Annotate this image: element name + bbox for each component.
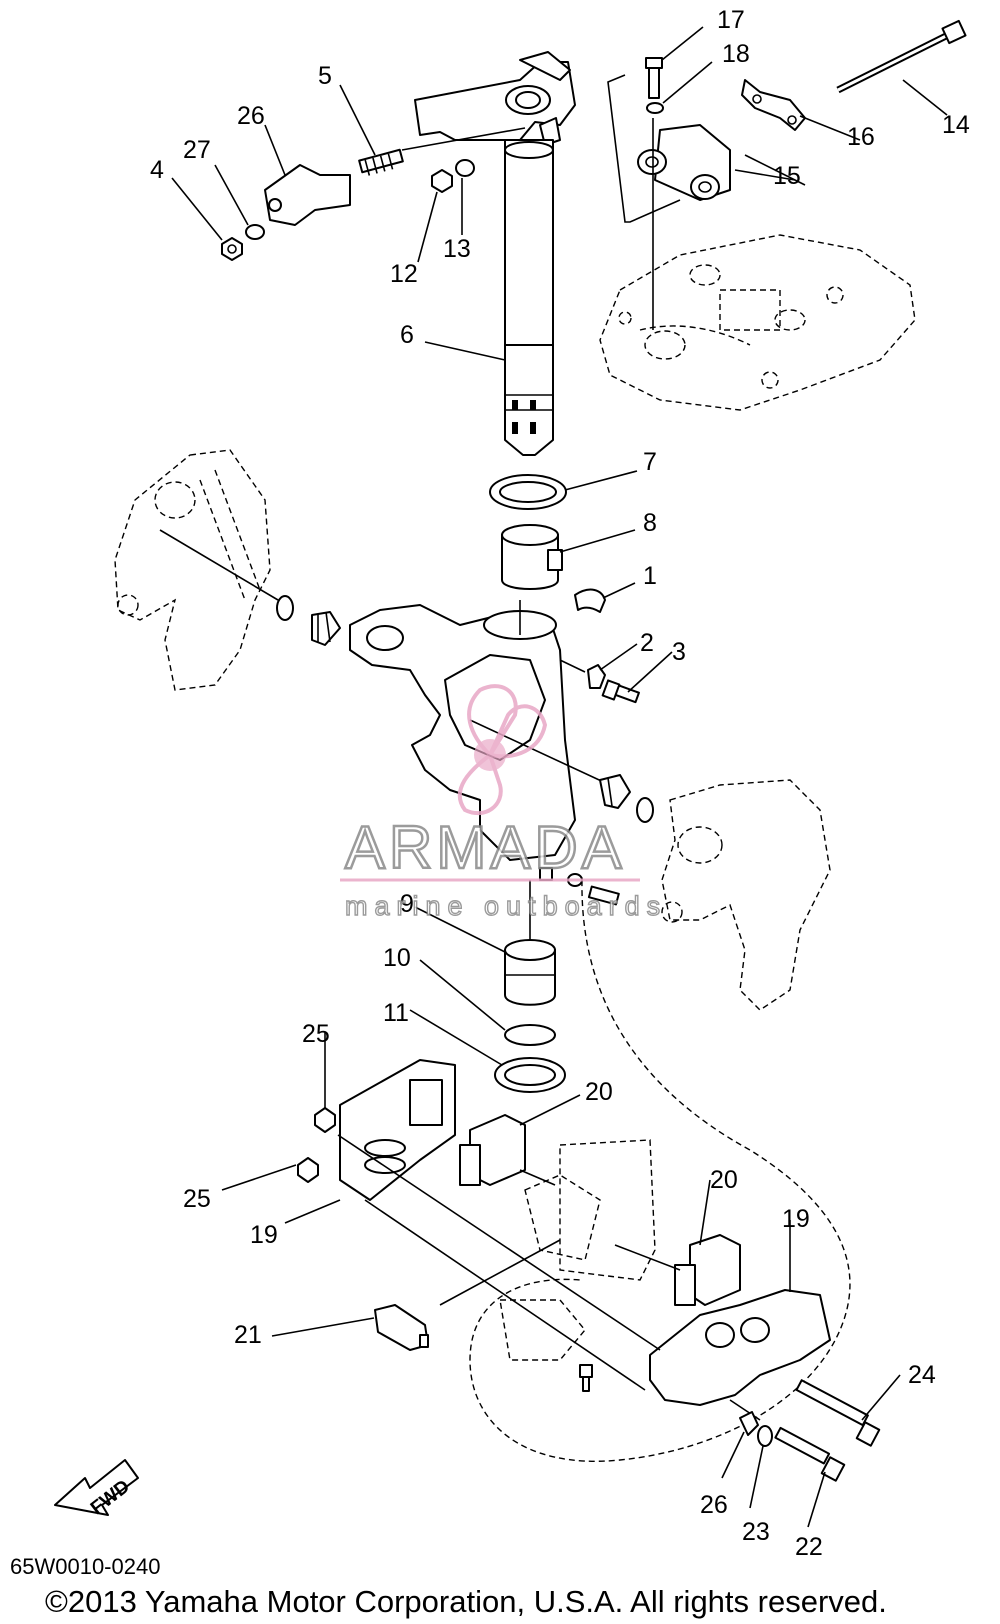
callout-15: 15 (773, 162, 801, 190)
bolt-17 (645, 57, 663, 99)
callout-4: 4 (150, 156, 164, 184)
callout-19-left: 19 (250, 1221, 278, 1249)
callout-17: 17 (717, 6, 745, 34)
callout-9: 9 (400, 890, 414, 918)
clamp-bracket-left (114, 449, 271, 691)
callout-7: 7 (643, 448, 657, 476)
diagram-code: 65W0010-0240 (10, 1554, 160, 1579)
steering-shaft (504, 139, 554, 456)
steering-bracket (414, 51, 576, 146)
copyright-notice: ©2013 Yamaha Motor Corporation, U.S.A. A… (45, 1584, 887, 1619)
small-bolt-center (579, 1364, 593, 1392)
callout-5: 5 (318, 62, 332, 90)
nut-2 (587, 664, 606, 689)
callout-3: 3 (672, 638, 686, 666)
callout-14: 14 (942, 111, 970, 139)
callout-20-lower: 20 (710, 1166, 738, 1194)
callout-26: 26 (700, 1491, 728, 1519)
washer-23 (757, 1425, 773, 1447)
clamp-bracket-right (661, 779, 831, 1011)
callout-21: 21 (234, 1321, 262, 1349)
callout-1: 1 (643, 562, 657, 590)
nut-4 (221, 237, 243, 261)
seal-11 (494, 1057, 566, 1093)
upper-mount-15 (637, 124, 731, 201)
washer-13 (455, 159, 475, 177)
watermark: ARMADA marine outboards (340, 684, 667, 922)
callout-16: 16 (847, 123, 875, 151)
callout-10: 10 (383, 944, 411, 972)
lower-case (499, 1139, 656, 1361)
plate-21 (374, 1304, 429, 1351)
swivel-bracket (349, 604, 576, 861)
bolt-14 (836, 19, 967, 94)
damper-20-upper (459, 1114, 526, 1186)
callout-24: 24 (908, 1361, 936, 1389)
callout-28: 27 (183, 136, 211, 164)
washer-18 (646, 102, 664, 114)
forward-direction-arrow-icon: FWD (54, 1459, 139, 1519)
washer-28 (245, 224, 265, 240)
watermark-tagline: marine outboards (345, 891, 667, 921)
callout-22: 22 (795, 1533, 823, 1561)
callout-11: 11 (383, 999, 409, 1027)
callout-2: 2 (640, 629, 654, 657)
callout-25-upper: 25 (302, 1020, 330, 1048)
mount-housing (599, 234, 916, 411)
collar-25-upper (314, 1107, 336, 1133)
washer-left (276, 595, 294, 621)
callout-20-upper: 20 (585, 1078, 613, 1106)
collar-right (599, 774, 631, 809)
callout-6: 6 (400, 321, 414, 349)
damper-20-lower (674, 1234, 741, 1306)
callout-23: 23 (742, 1518, 770, 1546)
propeller-logo-icon (457, 684, 548, 816)
callout-13: 13 (443, 235, 471, 263)
callout-labels: 17 18 14 16 15 5 26 27 4 12 13 6 7 8 1 2… (150, 6, 970, 1561)
callout-18: 18 (722, 40, 750, 68)
seal-7 (489, 474, 567, 510)
lower-mount-19-right (649, 1289, 831, 1406)
bolt-22 (774, 1426, 846, 1482)
collar-26 (739, 1411, 759, 1436)
bolt-24 (795, 1379, 881, 1447)
callout-leaders (171, 26, 948, 1528)
bolt-right-lower (587, 885, 620, 906)
watermark-brand: ARMADA (345, 814, 626, 881)
stud-bolt (358, 148, 404, 176)
bracket-27 (264, 164, 351, 226)
o-ring-10 (504, 1024, 556, 1046)
lower-mount-19-left (339, 1059, 456, 1201)
plate-1 (574, 588, 606, 613)
plate-16 (741, 79, 806, 131)
collar-left (311, 611, 341, 646)
bolt-3 (601, 679, 640, 704)
washer-right (636, 797, 654, 823)
nut-12 (431, 169, 453, 193)
callout-8: 8 (643, 509, 657, 537)
callout-19-right: 19 (782, 1205, 810, 1233)
bushing-8 (501, 524, 563, 590)
collar-25-lower (297, 1157, 319, 1183)
callout-27: 26 (237, 102, 265, 130)
callout-25-lower: 25 (183, 1185, 211, 1213)
callout-12: 12 (390, 260, 418, 288)
bushing-9 (504, 939, 556, 1006)
